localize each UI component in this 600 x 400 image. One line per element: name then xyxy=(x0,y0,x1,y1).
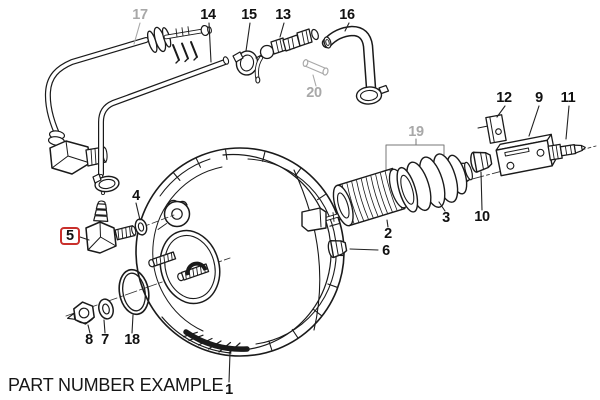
part-label-17: 17 xyxy=(132,7,148,23)
part-label-13: 13 xyxy=(275,7,291,23)
stub-20-drawing xyxy=(302,59,329,76)
leader-lines xyxy=(79,22,570,383)
diagram-caption: PART NUMBER EXAMPLE xyxy=(8,375,224,395)
part-label-19: 19 xyxy=(408,124,424,140)
boot-3-drawing xyxy=(396,153,474,213)
axis-5-4 xyxy=(123,214,175,235)
hose-16-drawing xyxy=(321,25,390,105)
part-label-5: 5 xyxy=(65,227,75,244)
stud-drawing-a xyxy=(148,251,177,268)
nut-10-drawing xyxy=(470,151,493,173)
part-label-9: 9 xyxy=(535,90,543,106)
oring-18-drawing xyxy=(118,268,150,316)
part-label-2: 2 xyxy=(384,226,392,242)
grommet-drawing xyxy=(157,199,191,230)
stud-drawing-b xyxy=(177,263,210,282)
nut-8-drawing xyxy=(66,301,95,325)
washer-7-drawing xyxy=(98,298,114,320)
part-label-8: 8 xyxy=(85,332,93,348)
part-label-4: 4 xyxy=(132,188,140,204)
part-label-3: 3 xyxy=(442,210,450,226)
block-9-drawing xyxy=(495,133,557,177)
bracket-19-lines xyxy=(385,138,445,208)
part-5-highlight-box: 5 xyxy=(60,227,80,245)
clamp-15-drawing xyxy=(232,50,262,76)
vacuum-pipe-17-drawing xyxy=(44,24,212,175)
part-label-11: 11 xyxy=(560,90,576,106)
part-label-20: 20 xyxy=(306,85,322,101)
elbow-5-drawing xyxy=(85,200,137,254)
part-label-12: 12 xyxy=(496,90,512,106)
fitting-11-drawing xyxy=(547,143,586,161)
brake-booster-drawing xyxy=(135,147,360,357)
d-hole-drawing xyxy=(185,261,208,276)
part-label-15: 15 xyxy=(241,7,257,23)
part-label-16: 16 xyxy=(339,7,355,23)
nut-6-drawing xyxy=(327,239,348,259)
part-label-18: 18 xyxy=(124,332,140,348)
leader-lines-muted xyxy=(133,22,317,87)
part-label-14: 14 xyxy=(200,7,216,23)
plate-12-drawing xyxy=(477,114,507,144)
filter-2-drawing xyxy=(332,167,409,227)
part-label-6: 6 xyxy=(382,243,390,259)
part-label-1: 1 xyxy=(225,382,233,398)
valve-13-drawing xyxy=(254,28,319,84)
part-label-10: 10 xyxy=(474,209,490,225)
vacuum-pipe-14-drawing xyxy=(92,56,230,195)
washer-4-drawing xyxy=(134,218,148,236)
part-label-7: 7 xyxy=(101,332,109,348)
